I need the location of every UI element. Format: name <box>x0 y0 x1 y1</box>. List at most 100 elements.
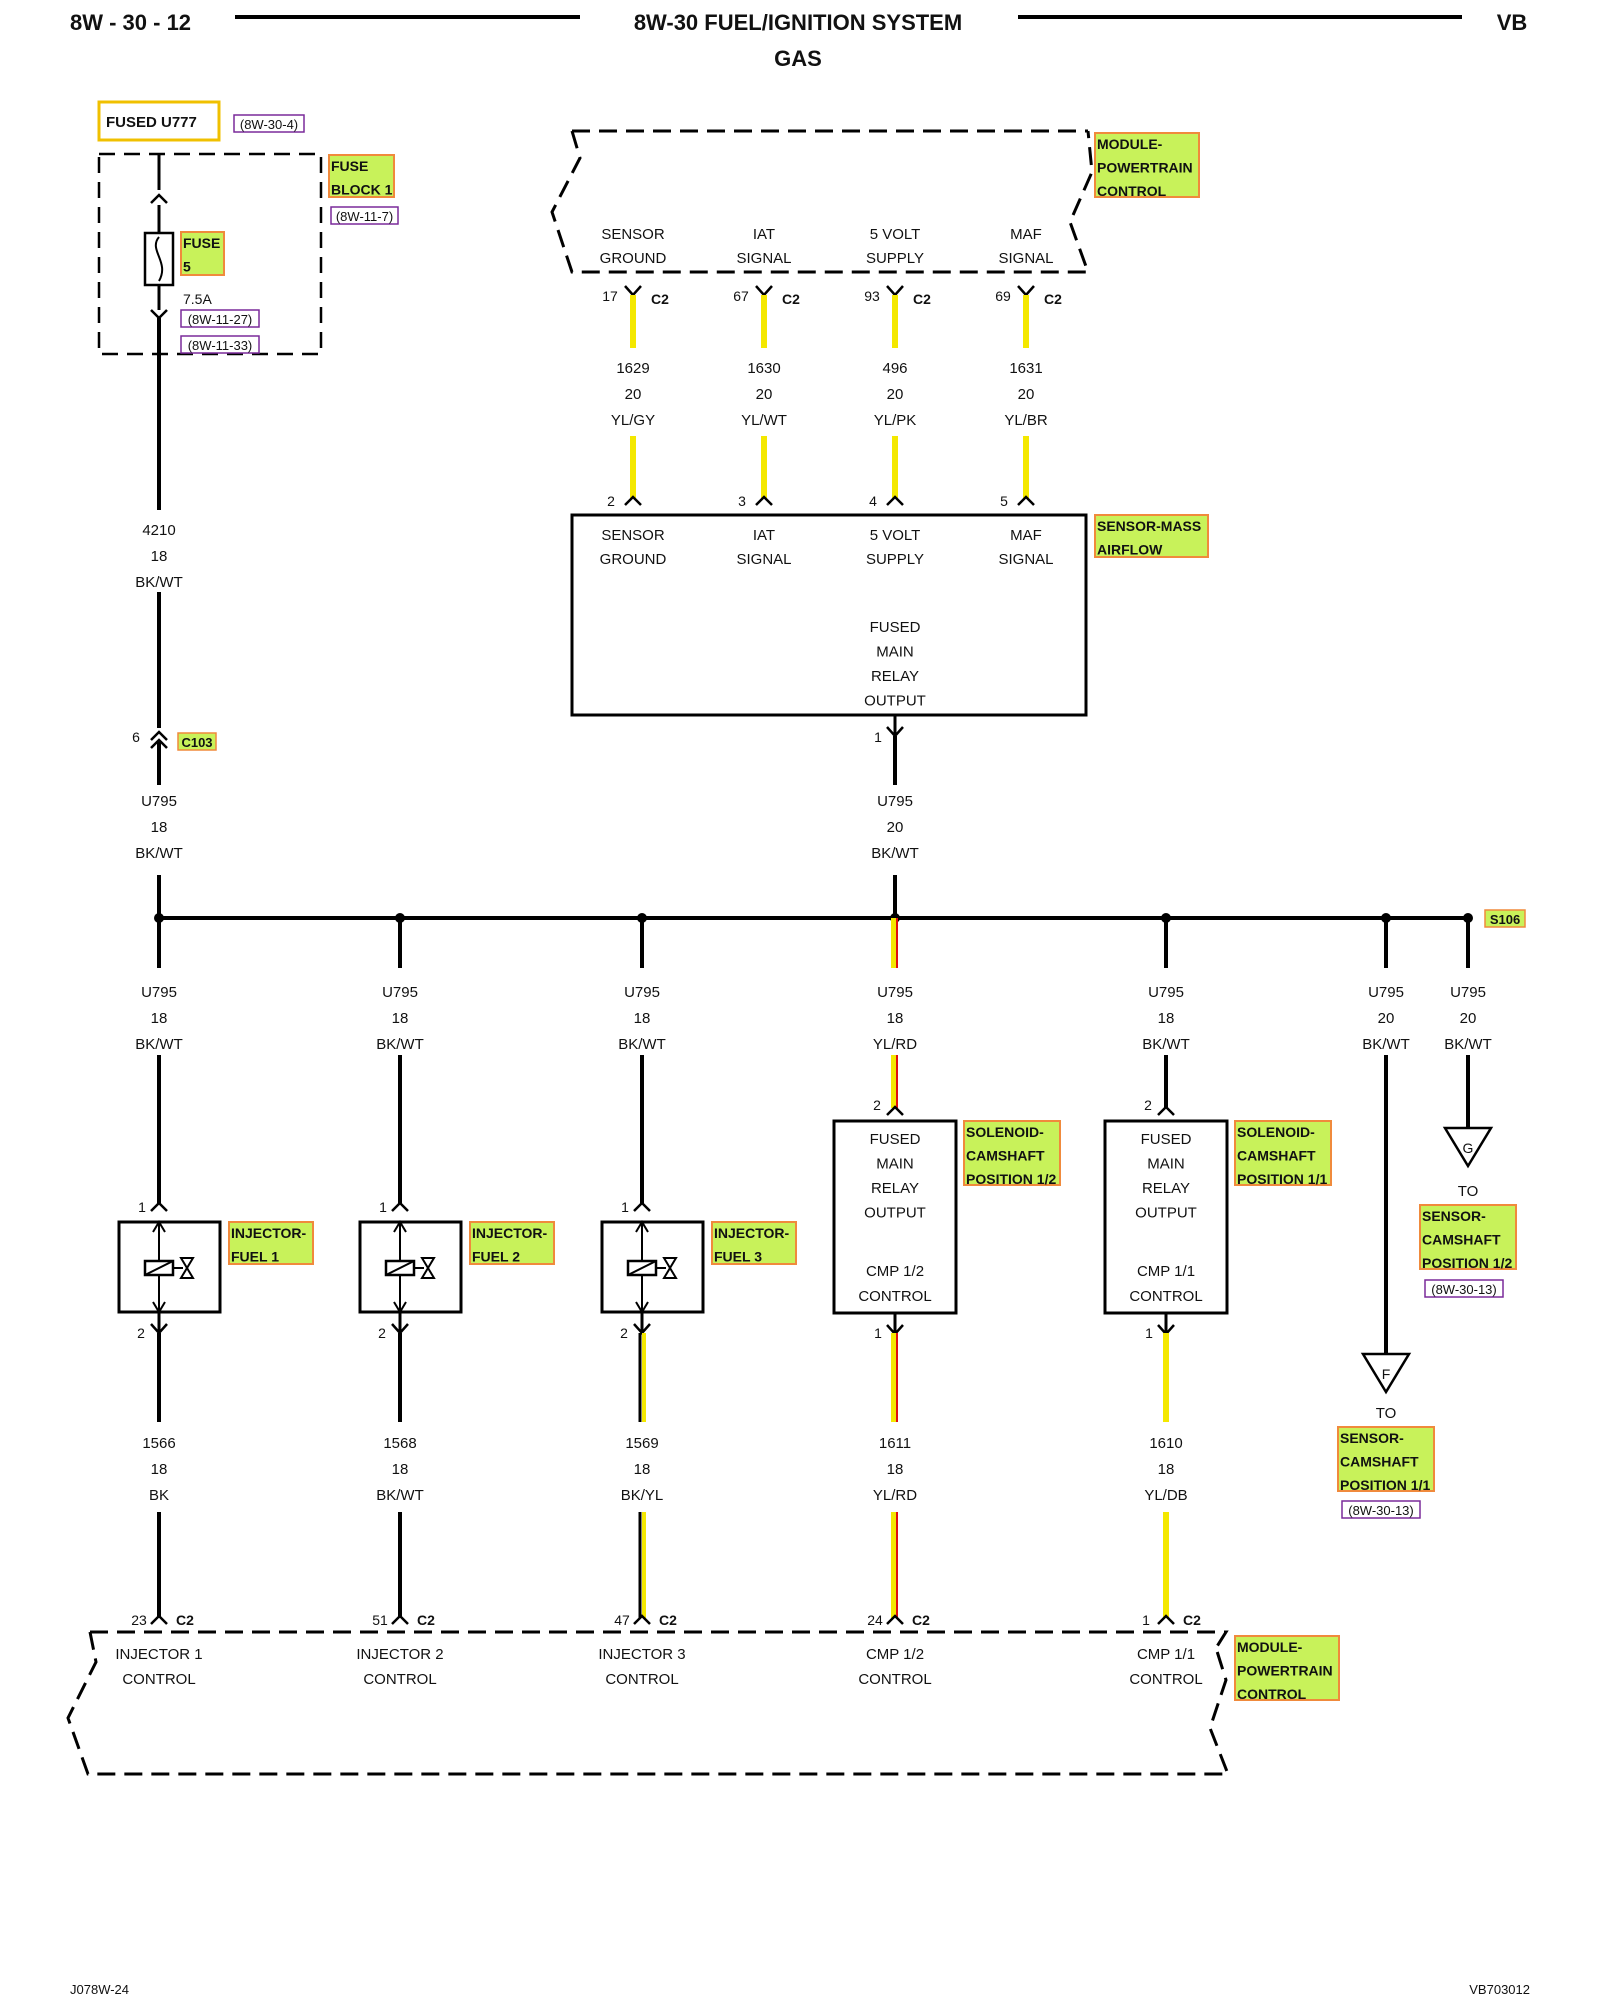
label-highlight <box>328 154 395 198</box>
fuse-block-reference: (8W-11-7) <box>330 206 399 225</box>
sensor-output-label: MAIN <box>876 644 914 661</box>
pcm-pin-name: CONTROL <box>122 1671 195 1688</box>
circuit-number: U795 <box>382 984 418 1001</box>
splice-name: S106 <box>1490 912 1520 927</box>
connector-female-icon <box>633 1614 651 1625</box>
label-line: MODULE- <box>1237 1639 1303 1655</box>
page-number: 8W - 30 - 12 <box>70 10 191 35</box>
pin-number: 69 <box>995 288 1011 304</box>
pin-number: 47 <box>614 1612 630 1628</box>
connector-female-icon <box>1157 1105 1175 1116</box>
connector-female-icon <box>755 495 773 506</box>
label-highlight <box>180 231 225 276</box>
label-line: POSITION 1/2 <box>1422 1255 1512 1271</box>
sensor-output-label: FUSED <box>870 619 921 636</box>
pcm-pin-name: INJECTOR 1 <box>115 1646 202 1663</box>
splice-s106-label: S106 <box>1484 909 1526 928</box>
injector-coil-icon <box>385 1260 415 1276</box>
label-line: SENSOR- <box>1422 1208 1486 1224</box>
label-line: AIRFLOW <box>1097 542 1163 558</box>
circuit-number: U795 <box>624 984 660 1001</box>
connector-name: C2 <box>417 1612 435 1628</box>
pcm-pin-name: IAT <box>753 226 775 243</box>
connector-c103-label: C103 <box>177 732 217 751</box>
solenoid-pin-label: OUTPUT <box>864 1205 926 1222</box>
sensor-pin-name: 5 VOLT <box>870 527 921 544</box>
pcm-pin-name: INJECTOR 2 <box>356 1646 443 1663</box>
fused-label-box <box>97 100 221 142</box>
reference-text: (8W-11-33) <box>188 338 253 353</box>
circuit-number: 1629 <box>616 360 649 377</box>
reference-text: (8W-11-7) <box>336 209 393 224</box>
sensor-pin-name: IAT <box>753 527 775 544</box>
label-line: SOLENOID- <box>1237 1124 1315 1140</box>
label-line: INJECTOR- <box>231 1225 307 1241</box>
circuit-number: U795 <box>1368 984 1404 1001</box>
injector-valve-icon <box>662 1257 678 1279</box>
injector-label: INJECTOR-FUEL 3 <box>711 1221 797 1265</box>
wire-gauge: 18 <box>392 1461 409 1478</box>
pcm-pin-name: 5 VOLT <box>870 226 921 243</box>
connector-pin-icon <box>755 285 773 297</box>
connector-name: C2 <box>651 291 669 307</box>
connector-name: C2 <box>913 291 931 307</box>
label-highlight <box>1484 909 1526 928</box>
reference-text: (8W-11-27) <box>188 312 253 327</box>
reference-box <box>233 114 305 133</box>
maf-sensor-box <box>570 513 1088 717</box>
circuit-number: U795 <box>877 984 913 1001</box>
fuse-rating: 7.5A <box>183 291 212 307</box>
pin-number: 2 <box>137 1325 145 1341</box>
solenoid-box <box>1103 1119 1229 1315</box>
label-line: POSITION 1/2 <box>966 1171 1056 1187</box>
circuit-number: 1630 <box>747 360 780 377</box>
connector-name: C2 <box>912 1612 930 1628</box>
footer-code: J078W-24 <box>70 1982 129 1997</box>
connector-name: C2 <box>782 291 800 307</box>
pin-number: 2 <box>873 1097 881 1113</box>
fused-circuit-label: FUSED U777 <box>106 114 197 131</box>
reference-box <box>180 309 260 328</box>
injector-label: INJECTOR-FUEL 1 <box>228 1221 314 1265</box>
connector-c103-icon <box>150 730 168 741</box>
wire-color: BK/WT <box>135 574 183 591</box>
circuit-number: 1569 <box>625 1435 658 1452</box>
pin-number: 3 <box>738 493 746 509</box>
pin-number: 93 <box>864 288 880 304</box>
wire-gauge: 20 <box>887 386 904 403</box>
wire-gauge: 18 <box>887 1010 904 1027</box>
pin-number: 1 <box>874 1325 882 1341</box>
pcm-pin-name: SENSOR <box>601 226 665 243</box>
circuit-number: U795 <box>141 984 177 1001</box>
label-line: MODULE- <box>1097 136 1163 152</box>
wire-color: YL/RD <box>873 1487 917 1504</box>
label-highlight <box>1337 1426 1435 1492</box>
connector-male-icon <box>150 309 168 320</box>
offpage-g-reference: (8W-30-13) <box>1424 1279 1504 1298</box>
circuit-number: 1631 <box>1009 360 1042 377</box>
circuit-number: 496 <box>882 360 907 377</box>
fuse-block-outline <box>97 152 323 356</box>
pcm-pin-name: INJECTOR 3 <box>598 1646 685 1663</box>
connector-female-icon <box>150 1201 168 1212</box>
wire-color: BK/WT <box>1142 1036 1190 1053</box>
label-highlight <box>1234 1120 1332 1186</box>
wire-color: YL/DB <box>1144 1487 1187 1504</box>
fuse-reference: (8W-11-27) <box>180 309 260 328</box>
wire-gauge: 18 <box>392 1010 409 1027</box>
pin-number: 2 <box>607 493 615 509</box>
solenoid-pin-label: MAIN <box>1147 1156 1185 1173</box>
wire-bottom-3 <box>891 1512 898 1618</box>
label-line: INJECTOR- <box>714 1225 790 1241</box>
sensor-pin-name: SIGNAL <box>736 551 791 568</box>
pin-number: 1 <box>621 1199 629 1215</box>
wire-color: YL/RD <box>873 1036 917 1053</box>
pin-number: 2 <box>620 1325 628 1341</box>
solenoid-pin-label: MAIN <box>876 1156 914 1173</box>
connector-female-icon <box>391 1614 409 1625</box>
pin-number: 24 <box>867 1612 883 1628</box>
